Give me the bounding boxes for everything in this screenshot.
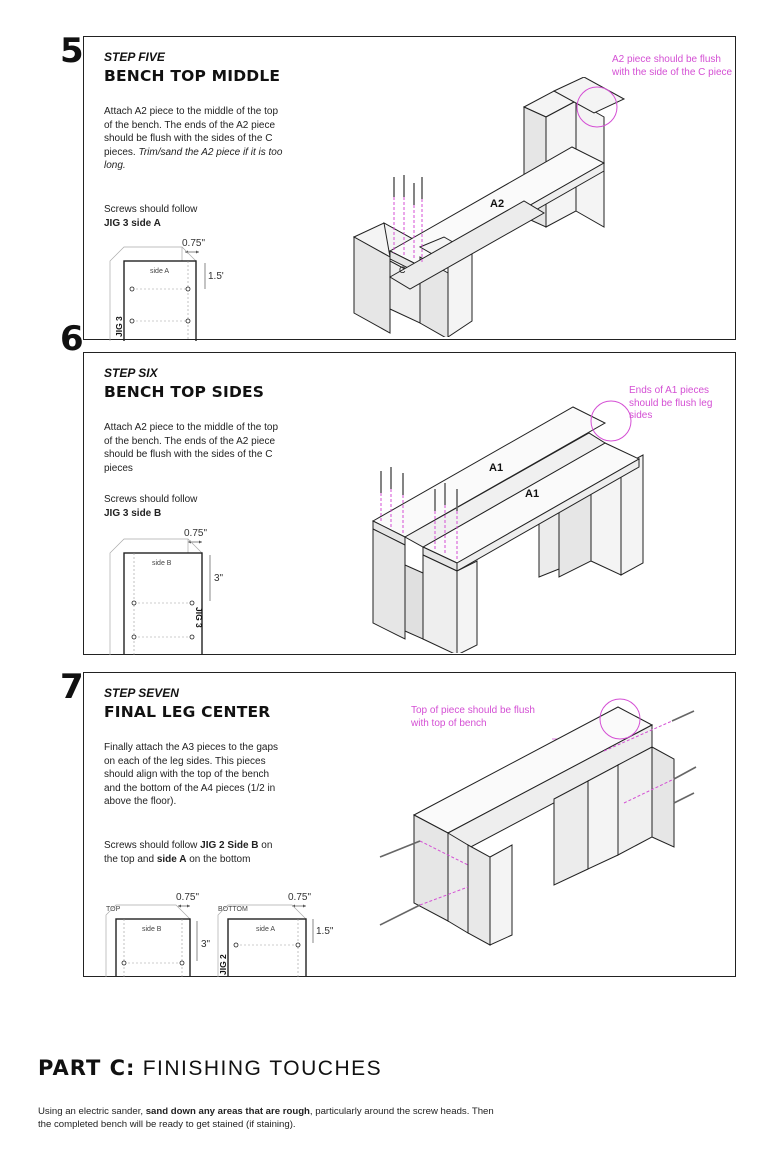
section-heading-bold: PART C: — [38, 1056, 136, 1080]
jig-name: JIG 3 — [114, 316, 124, 337]
jig-diagram-top: 0.75" TOP side B 3" — [105, 892, 211, 977]
step-five-panel: STEP FIVE BENCH TOP MIDDLE Attach A2 pie… — [83, 36, 736, 341]
piece-label-a2: A2 — [490, 198, 504, 210]
jig-side-label: side A — [256, 926, 275, 933]
jig-width-dim: 0.75" — [288, 892, 311, 903]
screws-text: Screws should follow — [104, 840, 201, 851]
bench-diagram: A1 A1 — [371, 400, 644, 653]
jig-depth-dim: 1.5" — [316, 926, 334, 937]
piece-label-a1-back: A1 — [489, 462, 503, 474]
jig-width-dim: 0.75" — [182, 238, 205, 249]
section-body: Using an electric sander, sand down any … — [38, 1105, 508, 1131]
step-number: 6 — [60, 319, 84, 359]
screws-jig: JIG 3 side B — [104, 507, 162, 519]
body-bold: sand down any areas that are rough — [145, 1106, 310, 1117]
screws-text-mid: on the top and — [104, 840, 273, 865]
screw-instructions: Screws should follow JIG 3 side A — [104, 203, 294, 230]
piece-label-a1-front: A1 — [525, 488, 539, 500]
step-number: 5 — [60, 31, 84, 71]
jig-name: JIG 2 — [218, 954, 228, 975]
piece-label-c: C — [399, 265, 406, 275]
step-seven-panel: STEP SEVEN FINAL LEG CENTER Finally atta… — [83, 672, 736, 977]
jig-diagram: 0.75" side B 3" JIG 3 — [109, 528, 224, 655]
screws-text: Screws should follow — [104, 204, 198, 215]
jig-name: JIG 3 — [194, 607, 204, 628]
description-italic: Trim/sand the A2 piece if it is too long… — [104, 146, 283, 172]
step-title: FINAL LEG CENTER — [104, 703, 271, 721]
screw-instructions: Screws should follow JIG 3 side B — [104, 493, 294, 520]
jig-diagram: 0.75" side A 1.5" JIG 3 — [109, 238, 224, 341]
step-title: BENCH TOP SIDES — [104, 383, 265, 401]
bench-diagram: A2 C — [352, 77, 626, 337]
flush-note: A2 piece should be flush with the side o… — [612, 54, 733, 78]
screws-text: Screws should follow — [104, 494, 198, 505]
screws-jig-bottom: side A — [156, 853, 187, 865]
jig-position-label: BOTTOM — [218, 906, 248, 913]
jig-depth-dim: 1.5" — [208, 271, 224, 282]
bench-diagram — [379, 698, 697, 946]
step-description: Finally attach the A3 pieces to the gaps… — [104, 742, 278, 807]
body-text: Using an electric sander, — [38, 1106, 146, 1117]
jig-side-label: side B — [142, 926, 162, 933]
jig-position-label: TOP — [106, 906, 121, 913]
flush-note: Top of piece should be flush with top of… — [411, 705, 535, 729]
jig-depth-dim: 3" — [214, 573, 224, 584]
step-description: Attach A2 piece to the middle of the top… — [104, 105, 284, 173]
step-kicker: STEP SIX — [104, 366, 158, 380]
description-text: Attach A2 piece to the middle of the top… — [104, 106, 279, 158]
screw-instructions: Screws should follow JIG 2 Side B on the… — [104, 839, 284, 866]
jig-diagram-bottom: 0.75" BOTTOM side A 1.5" JIG 2 — [217, 892, 334, 977]
jig-depth-dim: 3" — [201, 939, 211, 950]
step-description: Attach A2 piece to the middle of the top… — [104, 422, 279, 474]
step-kicker: STEP FIVE — [104, 50, 165, 64]
section-heading: PART C: FINISHING TOUCHES — [38, 1056, 382, 1081]
body-text-end: , particularly around the screw heads. T… — [38, 1106, 494, 1130]
screws-jig-top: JIG 2 Side B — [200, 840, 259, 851]
jig-side-label: side A — [150, 268, 169, 275]
screws-text-end: on the bottom — [186, 853, 251, 865]
step-number: 7 — [60, 667, 84, 707]
section-heading-rest: FINISHING TOUCHES — [135, 1057, 383, 1080]
screws-jig: JIG 3 side A — [104, 217, 161, 229]
step-kicker: STEP SEVEN — [104, 686, 179, 700]
flush-note: Ends of A1 pieces should be flush leg si… — [629, 385, 713, 421]
jig-width-dim: 0.75" — [176, 892, 199, 903]
jig-width-dim: 0.75" — [184, 528, 207, 539]
step-title: BENCH TOP MIDDLE — [104, 67, 281, 85]
step-six-panel: STEP SIX BENCH TOP SIDES Attach A2 piece… — [83, 352, 736, 655]
jig-side-label: side B — [152, 560, 172, 567]
